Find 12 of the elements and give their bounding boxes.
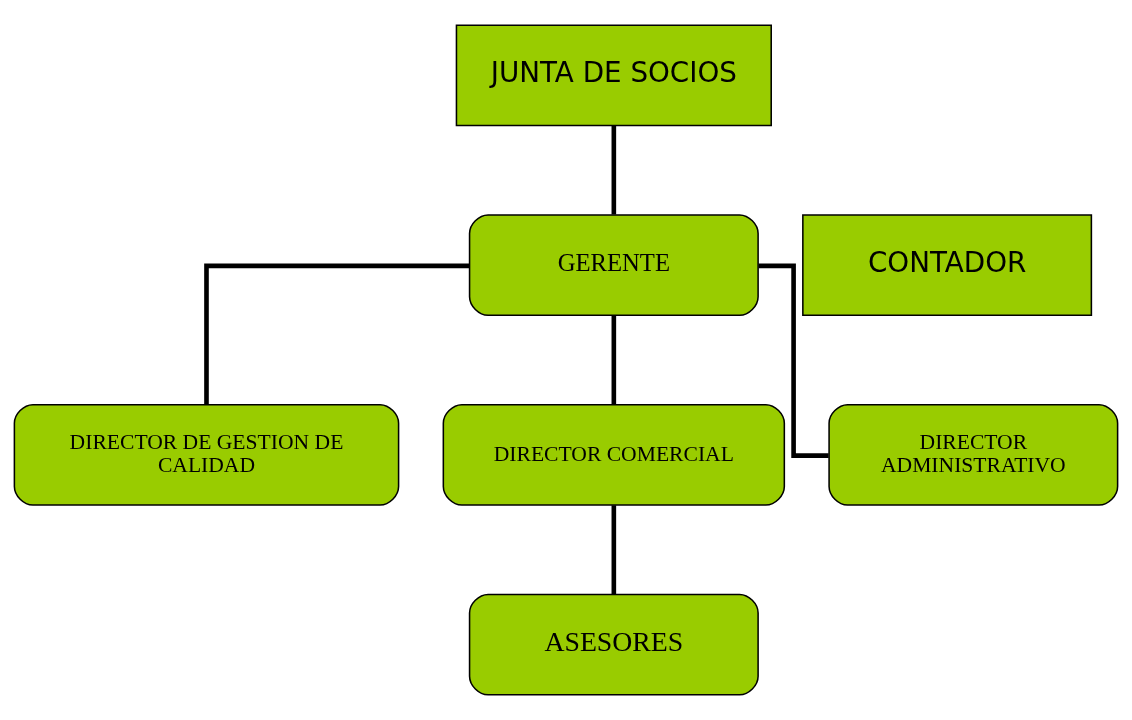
connector	[611, 125, 617, 215]
node-box: DIRECTOR DE GESTION DE CALIDAD	[13, 404, 400, 506]
connector	[204, 263, 470, 405]
connector	[611, 315, 617, 405]
node-box: DIRECTOR ADMINISTRATIVO	[828, 404, 1119, 506]
node-box: DIRECTOR COMERCIAL	[442, 404, 786, 506]
node-box: CONTADOR	[802, 214, 1093, 316]
node-box: GERENTE	[468, 214, 759, 316]
node-box: ASESORES	[468, 593, 759, 696]
node-box: JUNTA DE SOCIOS	[455, 24, 772, 127]
connector	[611, 505, 617, 595]
connector	[758, 263, 829, 458]
